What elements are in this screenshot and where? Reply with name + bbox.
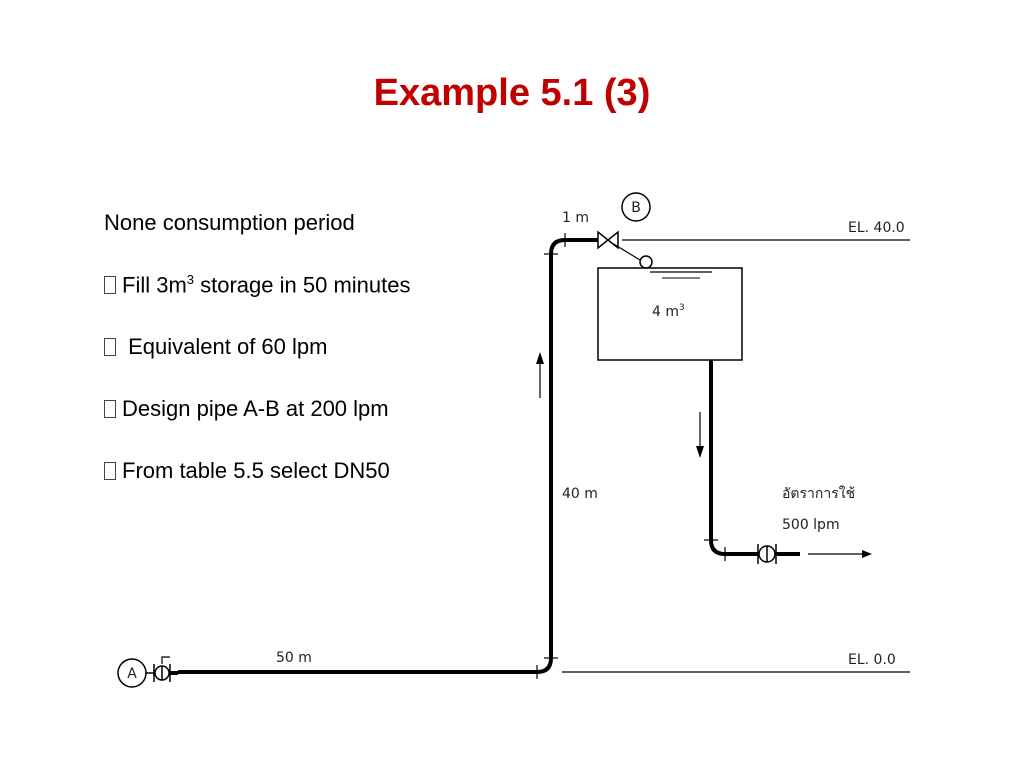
bullet-box-icon <box>104 276 116 295</box>
outlet-flow-label: 500 lpm <box>782 517 840 533</box>
point-a-label: A <box>127 666 137 682</box>
riser-length-label: 40 m <box>562 486 598 502</box>
el-top-label: EL. 40.0 <box>848 220 905 236</box>
bullet-design-pipe: Design pipe A-B at 200 lpm <box>104 396 389 422</box>
point-b-icon <box>621 192 651 222</box>
point-a-icon <box>117 656 178 688</box>
float-valve-icon <box>597 230 653 269</box>
bullet-box-icon <box>104 338 116 356</box>
bottom-length-label: 50 m <box>276 650 312 666</box>
outlet-valve-icon <box>757 544 777 564</box>
bullet-select-dn: From table 5.5 select DN50 <box>104 458 390 484</box>
tank-volume-label: 4 m3 <box>652 303 685 320</box>
outlet-rate-label: อัตราการใช้ <box>782 485 855 502</box>
bullet-box-icon <box>104 462 116 480</box>
period-heading: None consumption period <box>104 210 355 235</box>
pipe-top-length: 1 m <box>562 210 589 226</box>
storage-tank <box>597 267 743 361</box>
bullet-fill-storage: Fill 3m3 storage in 50 minutes <box>104 272 410 298</box>
bullet-box-icon <box>104 400 116 418</box>
outlet-pipe <box>709 360 758 556</box>
el-bottom-label: EL. 0.0 <box>848 652 896 668</box>
point-b-label: B <box>631 200 641 216</box>
bullet-equivalent: Equivalent of 60 lpm <box>104 334 327 360</box>
supply-pipe <box>178 238 598 674</box>
slide-title: Example 5.1 (3) <box>373 72 651 114</box>
